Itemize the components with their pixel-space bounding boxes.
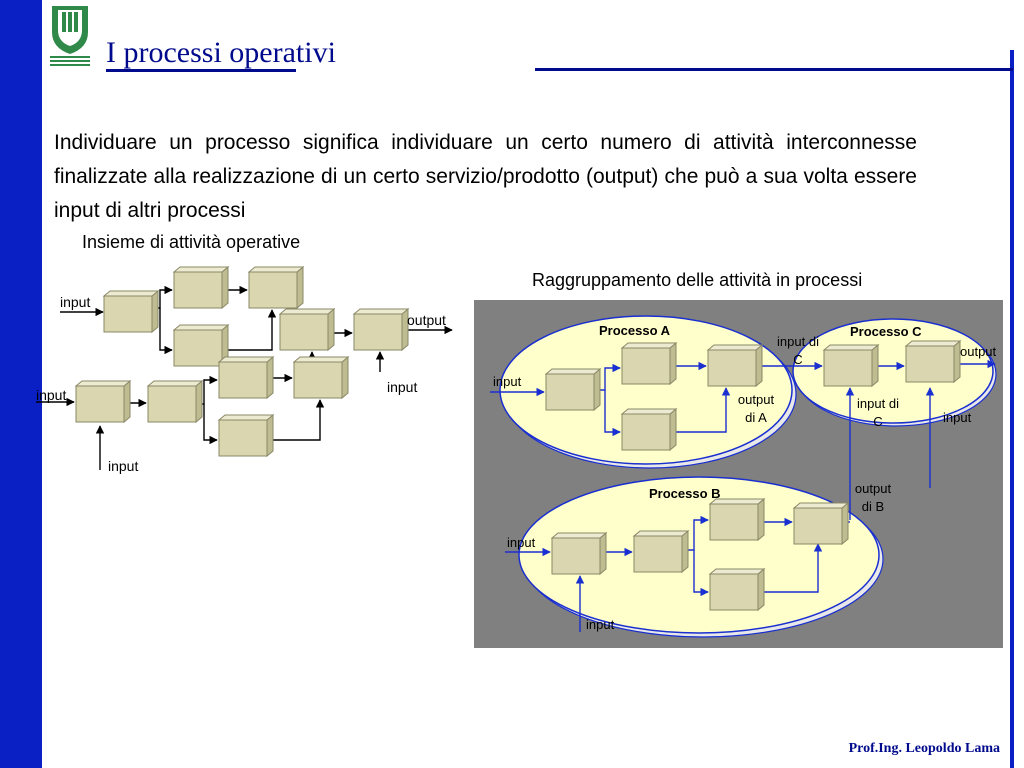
left-input-label-right: input: [387, 379, 417, 395]
activity-box: [103, 290, 159, 333]
title-underline-right: [535, 68, 1013, 71]
process-c-title: Processo C: [850, 324, 922, 339]
left-diagram-caption: Insieme di attività operative: [82, 232, 301, 252]
process-b-input-label-left: input: [507, 535, 536, 550]
activity-box: [545, 368, 601, 411]
activity-box: [173, 324, 229, 367]
right-diagram-caption: Raggruppamento delle attività in process…: [532, 270, 863, 290]
process-b-input-label-bottom: input: [586, 617, 615, 632]
input-of-c-label-inner-line1: input di: [857, 396, 899, 411]
university-logo-icon: [50, 6, 90, 66]
process-b-output-label-line1: output: [855, 481, 892, 496]
activity-box: [793, 502, 849, 545]
process-c-output-label: output: [960, 344, 997, 359]
activity-box: [823, 344, 879, 387]
title-underline-left: [106, 69, 296, 72]
activity-box: [218, 414, 274, 457]
process-b-output-label-line2: di B: [862, 499, 884, 514]
left-input-label-top: input: [60, 294, 90, 310]
left-accent-bar: [0, 0, 42, 768]
activity-box: [707, 344, 763, 387]
activity-box: [293, 356, 349, 399]
right-accent-bar: [1010, 50, 1014, 768]
activity-box: [173, 266, 229, 309]
activity-box: [709, 498, 765, 541]
activity-box: [147, 380, 203, 423]
process-b-ellipse: [518, 476, 880, 634]
input-of-c-label-top-line2: C: [793, 352, 802, 367]
activity-box: [633, 530, 689, 573]
activity-box: [75, 380, 131, 423]
left-input-label-bottom: input: [108, 458, 138, 474]
activity-box: [279, 308, 335, 351]
process-c-connectors: [845, 359, 996, 520]
activity-box: [551, 532, 607, 575]
activity-box: [248, 266, 304, 309]
process-a-connectors: [490, 361, 823, 437]
left-activity-boxes: [75, 266, 409, 457]
activity-box: [905, 340, 961, 383]
process-a-input-label: input: [493, 374, 522, 389]
activity-box: [218, 356, 274, 399]
activity-box: [621, 342, 677, 385]
activity-box: [709, 568, 765, 611]
activity-box: [353, 308, 409, 351]
process-a-title: Processo A: [599, 323, 671, 338]
input-of-c-label-inner-line2: C: [873, 414, 882, 429]
input-of-c-label-top-line1: input di: [777, 334, 819, 349]
process-b-title: Processo B: [649, 486, 721, 501]
process-a-output-label-line1: output: [738, 392, 775, 407]
activity-box: [621, 408, 677, 451]
left-output-label: output: [407, 312, 446, 328]
slide-title: I processi operativi: [106, 36, 336, 69]
footer-author: Prof.Ing. Leopoldo Lama: [848, 741, 1000, 756]
process-a-output-label-line2: di A: [745, 410, 767, 425]
process-c-input-label: input: [943, 410, 972, 425]
left-input-label-mid: input: [36, 387, 66, 403]
process-b-connectors: [505, 515, 850, 632]
intro-paragraph: Individuare un processo significa indivi…: [54, 131, 917, 222]
